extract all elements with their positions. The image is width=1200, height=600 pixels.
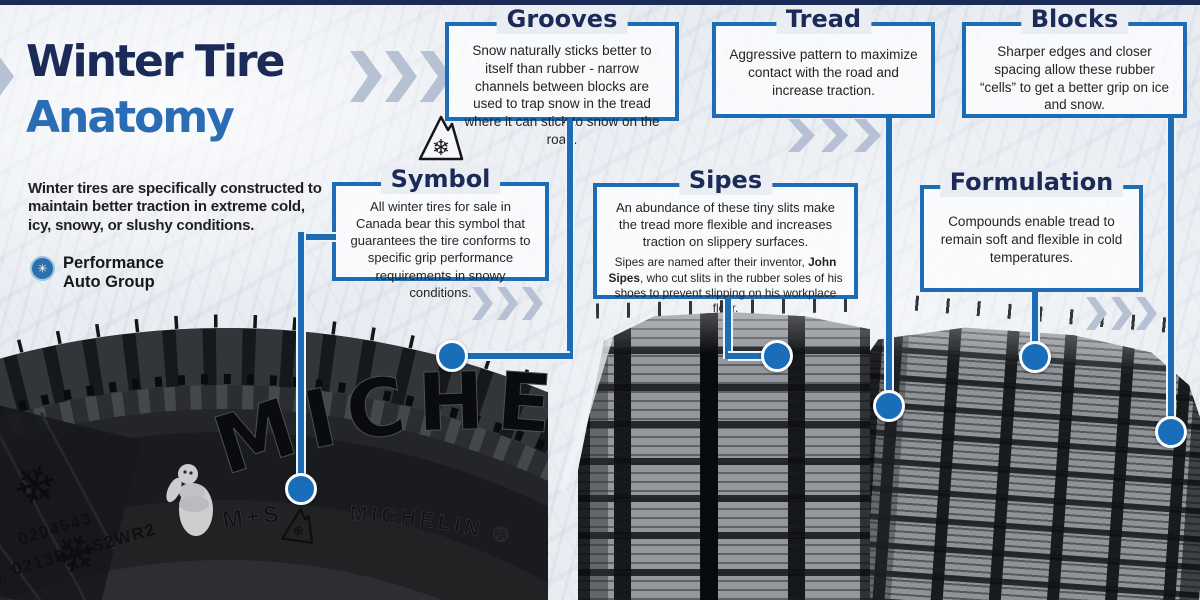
svg-text:❄: ❄ [431, 135, 449, 160]
formulation-box-body: Compounds enable tread to remain soft an… [940, 214, 1123, 265]
title-chevrons-icon [350, 51, 455, 107]
formulation-point-dot [1019, 341, 1051, 373]
blocks-box: Blocks Sharper edges and closer spacing … [962, 5, 1187, 118]
sidewall-3pmsf-pictogram: ❄ [281, 507, 314, 544]
brand-name-line2: Auto Group [63, 272, 155, 291]
tread-box-body: Aggressive pattern to maximize contact w… [729, 47, 918, 98]
blocks-box-body: Sharper edges and closer spacing allow t… [979, 44, 1170, 113]
page-title: Winter Tire Anatomy [26, 36, 285, 143]
formulation-connector-v [1030, 292, 1040, 360]
sipes-box-title: Sipes [678, 166, 773, 195]
blocks-point-dot [1155, 416, 1187, 448]
left-edge-chevron-icon [0, 51, 17, 107]
tread-box-title: Tread [775, 5, 872, 34]
grooves-point-dot [436, 340, 468, 372]
tread-point-dot [873, 390, 905, 422]
brand-logo: ✳ Performance Auto Group [30, 254, 164, 292]
formulation-box: Formulation Compounds enable tread to re… [920, 168, 1143, 292]
grooves-connector-h [452, 351, 570, 361]
symbol-box-title: Symbol [380, 165, 501, 194]
brand-name-line1: Performance [63, 254, 164, 272]
symbol-point-dot [285, 473, 317, 505]
tire-sidewall-photo: ❄ ❄ MICHELIN M+S ❄ MICHELIN ® T [0, 314, 548, 600]
grooves-box-body: Snow naturally sticks better to itself t… [464, 43, 660, 148]
svg-text:❄: ❄ [292, 522, 306, 539]
sipes-box-note: Sipes are named after their inventor, Jo… [608, 255, 843, 315]
sipes-point-dot [761, 340, 793, 372]
sipes-connector-h [728, 351, 778, 361]
symbol-chevrons-icon [472, 287, 547, 325]
tread-box: Tread Aggressive pattern to maximize con… [712, 5, 935, 118]
brand-name: Performance Auto Group [63, 254, 164, 292]
sipes-box: Sipes An abundance of these tiny slits m… [593, 166, 858, 315]
formulation-box-title: Formulation [939, 168, 1124, 197]
symbol-connector-v [296, 232, 306, 490]
three-peak-mountain-snowflake-icon: ❄ [418, 114, 464, 167]
symbol-box: ❄ Symbol All winter tires for sale in Ca… [332, 115, 549, 300]
brand-wheel-icon: ✳ [30, 256, 55, 281]
sidewall-snowflake-emblem: ❄ ❄ [0, 402, 142, 600]
blocks-connector-v [1166, 118, 1176, 435]
sipes-box-body: An abundance of these tiny slits make th… [616, 200, 835, 250]
symbol-box-body: All winter tires for sale in Canada bear… [350, 199, 531, 300]
tread-connector-v [884, 118, 894, 408]
grooves-box: Grooves Snow naturally sticks better to … [445, 5, 679, 147]
page-title-line2: Anatomy [26, 92, 235, 143]
grooves-connector-v [565, 121, 575, 359]
symbol-connector-h [301, 232, 336, 242]
blocks-box-title: Blocks [1020, 5, 1129, 34]
grooves-box-title: Grooves [496, 5, 628, 34]
tire-tread-photo-center [578, 312, 870, 600]
formulation-chevrons-icon [1086, 297, 1161, 335]
sidewall-circled-2: ② [0, 571, 10, 592]
sidewall-tubeless-text: TUL [540, 538, 548, 575]
page-title-line1: Winter Tire [26, 36, 285, 87]
tread-chevrons-icon [788, 119, 887, 157]
sipes-connector-v [723, 299, 733, 359]
top-accent-bar [0, 0, 1200, 5]
michelin-man-figure [166, 464, 213, 536]
intro-paragraph: Winter tires are specifically constructe… [28, 180, 322, 234]
